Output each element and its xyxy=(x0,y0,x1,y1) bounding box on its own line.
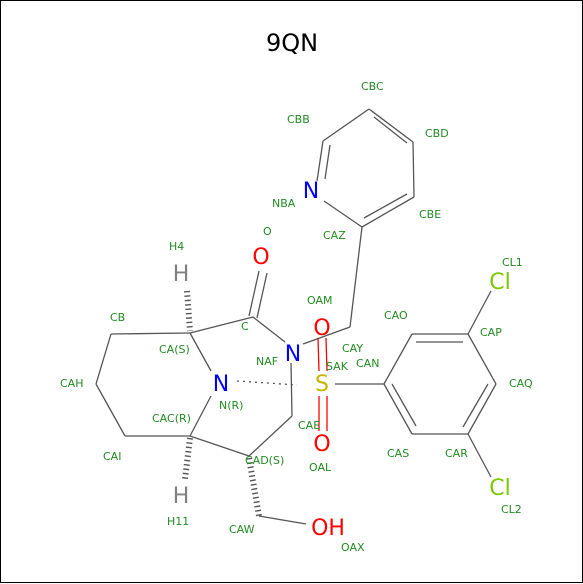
bond-cas-nr xyxy=(189,332,212,372)
label-cao: CAO xyxy=(384,309,408,322)
bond-cb-cah xyxy=(95,333,112,385)
label-cl1: CL1 xyxy=(502,256,523,269)
label-h4: H4 xyxy=(169,240,184,253)
bond-cac-cad xyxy=(189,435,250,457)
atom-h4: H xyxy=(173,262,190,287)
label-cay: CAY xyxy=(342,342,363,355)
bond-caw-oax xyxy=(258,515,307,525)
atom-oam: O xyxy=(313,316,330,341)
atom-cl1: Cl xyxy=(489,270,510,295)
bond-cas-h4-hashed xyxy=(184,290,193,332)
bond-cad-cae xyxy=(248,415,293,457)
bond-c-naf xyxy=(252,316,286,343)
bond-cbb-cbc xyxy=(322,108,370,142)
label-nba: NBA xyxy=(272,197,296,210)
diagram-title: 9QN xyxy=(266,29,318,57)
atom-nba: N xyxy=(303,179,319,204)
label-car: CAR xyxy=(445,447,468,460)
bond-cae-naf xyxy=(290,362,293,417)
atom-cl2: Cl xyxy=(489,476,510,501)
element-symbols: N O H O N N S O H OH Cl Cl xyxy=(173,179,511,541)
label-oal: OAL xyxy=(309,461,332,474)
label-c: C xyxy=(241,320,249,333)
label-cah: CAH xyxy=(60,377,83,390)
bond-cbc-cbd xyxy=(368,108,414,143)
bond-cah-cai xyxy=(95,383,126,437)
label-h11: H11 xyxy=(167,515,189,528)
label-cas-s: CA(S) xyxy=(159,343,190,356)
label-n-r: N(R) xyxy=(219,399,243,412)
atom-naf: N xyxy=(285,342,301,367)
bond-c-o-double xyxy=(256,272,268,319)
label-sak: SAK xyxy=(326,360,349,373)
bond-caq-car-inner xyxy=(462,383,489,428)
bond-c-cas xyxy=(189,316,254,334)
bond-nr-sak-hashed xyxy=(236,380,298,386)
atom-oax: OH xyxy=(311,516,345,541)
bond-car-cl2 xyxy=(467,433,492,478)
bond-can-cao xyxy=(383,333,413,385)
label-cbc: CBC xyxy=(361,80,384,93)
bond-s-oam-b xyxy=(325,337,328,372)
label-cb: CB xyxy=(110,311,125,324)
atom-nr: N xyxy=(213,372,229,397)
label-caz: CAZ xyxy=(323,229,346,242)
bond-cas-can-inner xyxy=(391,383,417,427)
label-naf: NAF xyxy=(256,355,278,368)
bond-cbd-cbe xyxy=(412,141,415,198)
label-cad-s: CAD(S) xyxy=(245,454,284,467)
label-oax: OAX xyxy=(341,541,365,554)
bond-cap-cl1 xyxy=(467,290,492,335)
label-oam: OAM xyxy=(307,294,332,307)
label-cae: CAE xyxy=(298,419,320,432)
bond-cbb-nba xyxy=(316,140,324,182)
label-cac-r: CAC(R) xyxy=(152,412,191,425)
bond-caz-nba xyxy=(323,200,363,228)
bond-s-oam-a xyxy=(317,337,320,372)
bond-c-o xyxy=(248,270,260,317)
atom-oal: O xyxy=(313,432,330,457)
bond-caq-car xyxy=(467,383,497,435)
label-cl2: CL2 xyxy=(501,503,522,516)
atom-h11: H xyxy=(173,484,190,509)
bond-cas-can xyxy=(383,383,413,435)
bond-caz-cay xyxy=(349,226,363,328)
atom-o: O xyxy=(252,245,269,270)
bond-layer xyxy=(95,108,497,525)
label-cap: CAP xyxy=(480,326,502,339)
atom-labels: CBC CBB CBD NBA CBE O CAZ H4 CL1 OAM CAO… xyxy=(60,80,533,554)
bond-cbb-nba-inner xyxy=(324,144,331,180)
bond-cac-h11-hashed xyxy=(182,437,193,480)
bond-cbe-caz xyxy=(361,196,415,228)
atom-sak: S xyxy=(315,372,329,397)
bond-cbc-cbd-inner xyxy=(373,116,408,144)
label-caw: CAW xyxy=(229,523,255,536)
label-caq: CAQ xyxy=(509,377,533,390)
bond-cay-naf xyxy=(302,326,351,345)
bond-cbe-caz-inner xyxy=(363,193,408,219)
label-cbb: CBB xyxy=(287,113,310,126)
label-cbd: CBD xyxy=(425,127,449,140)
bond-cad-caw-hashed xyxy=(246,457,262,517)
label-o: O xyxy=(263,225,272,238)
bond-cas-cb xyxy=(110,332,191,335)
label-cbe: CBE xyxy=(419,208,441,221)
bond-cap-caq xyxy=(467,333,497,385)
bond-nr-cac xyxy=(189,395,212,437)
label-can: CAN xyxy=(356,357,379,370)
label-cai: CAI xyxy=(103,450,121,463)
label-cas: CAS xyxy=(387,447,409,460)
